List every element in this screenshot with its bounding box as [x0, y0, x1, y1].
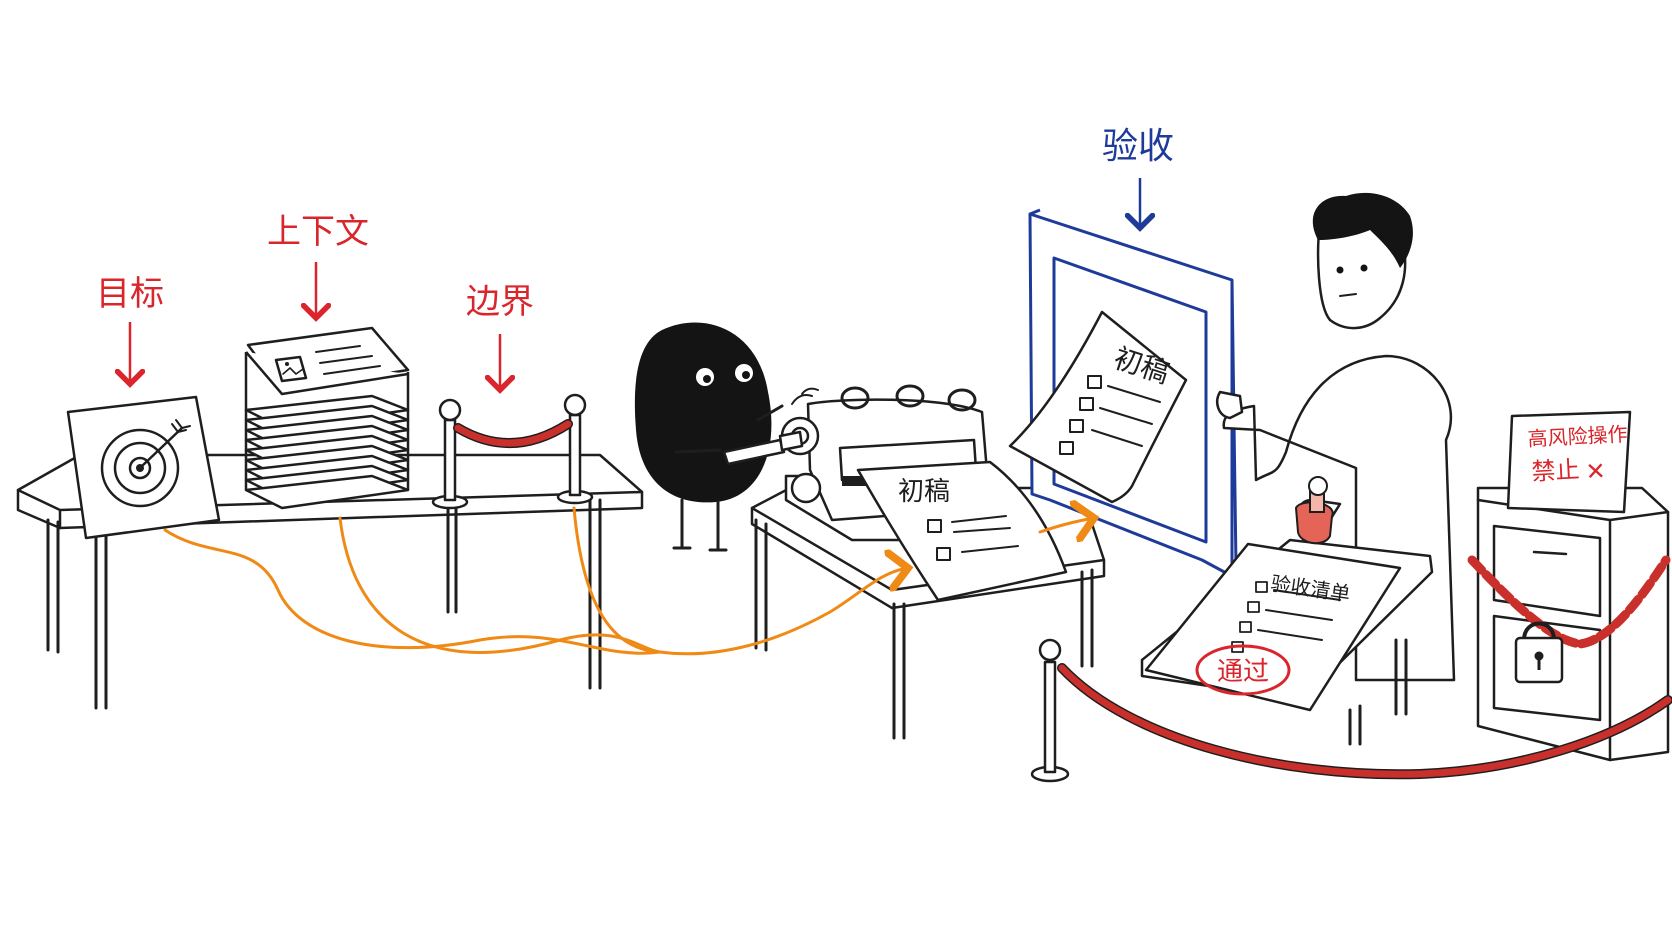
text-lines [315, 345, 381, 375]
target-card [66, 395, 221, 540]
paper-stack [244, 326, 410, 510]
label-acceptance: 验收 [1102, 126, 1174, 228]
padlock-icon [1514, 621, 1564, 684]
image-thumbnail-icon [274, 355, 308, 383]
printed-draft-title: 初稿 [898, 477, 950, 507]
label-goal: 目标 [96, 274, 164, 384]
flow-lines [163, 508, 1094, 656]
stanchion-rope-left [431, 393, 594, 510]
label-acceptance-text: 验收 [1102, 126, 1174, 167]
arrow-dart-icon [140, 419, 191, 468]
label-context: 上下文 [267, 212, 369, 318]
printer-rings [840, 384, 977, 412]
front-rope-barrier [1030, 638, 1672, 783]
warning-sign-line2: 禁止 [1531, 456, 1580, 486]
printer-crank-handle [722, 430, 804, 466]
stamp-tool [1294, 476, 1334, 545]
prohibited-x-icon: ✕ [1585, 457, 1607, 486]
cabinet-chain [1467, 555, 1671, 649]
character-eyes [696, 364, 753, 386]
locked-cabinet [1476, 486, 1670, 762]
acceptance-checklist: 验收清单 [1144, 542, 1402, 712]
printed-draft-checklist [927, 515, 1019, 561]
warning-sign: 高风险操作 禁止 ✕ [1506, 410, 1632, 514]
label-boundary-text: 边界 [466, 282, 534, 322]
window-draft-checklist [1059, 375, 1161, 455]
warning-sign-line1: 高风险操作 [1527, 422, 1628, 451]
approval-stamp-text: 通过 [1217, 657, 1269, 687]
label-boundary: 边界 [466, 282, 534, 390]
approval-stamp: 通过 [1195, 644, 1291, 696]
label-goal-text: 目标 [96, 274, 164, 314]
label-context-text: 上下文 [267, 212, 369, 252]
